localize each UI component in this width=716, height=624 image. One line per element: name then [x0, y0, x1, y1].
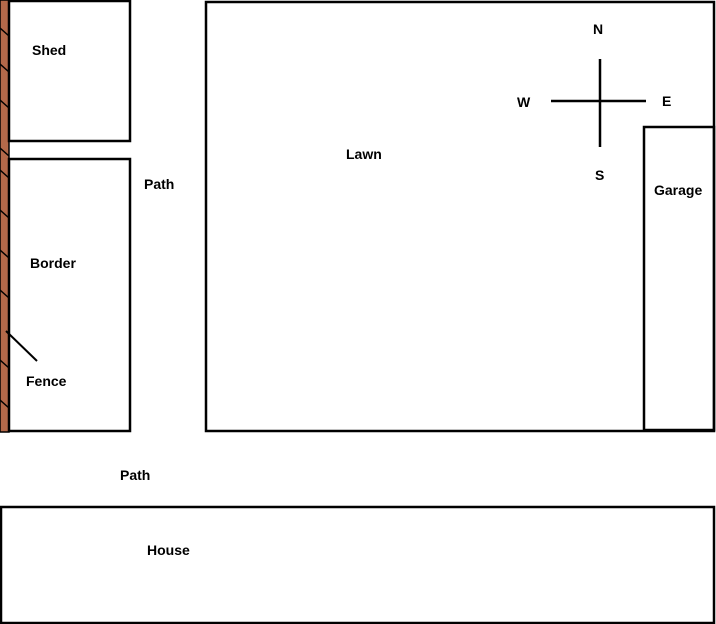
path-side-label: Path	[144, 176, 174, 192]
garage-box	[642, 125, 716, 432]
house-label: House	[147, 542, 190, 558]
border-box	[7, 157, 132, 433]
compass-north-label: N	[593, 21, 603, 37]
fence-pointer	[5, 330, 38, 362]
house-box	[0, 505, 716, 624]
lawn-box	[204, 0, 716, 433]
fence-label: Fence	[26, 373, 67, 389]
lawn-label: Lawn	[346, 146, 382, 162]
shed-label: Shed	[32, 42, 66, 58]
fence-hatching	[0, 27, 10, 409]
shed-box	[7, 0, 132, 143]
compass-west-label: W	[517, 94, 531, 110]
path-front-label: Path	[120, 467, 150, 483]
garage-label: Garage	[654, 182, 702, 198]
compass-south-label: S	[595, 167, 604, 183]
compass-east-label: E	[662, 93, 671, 109]
border-label: Border	[30, 255, 76, 271]
compass-rose: N S E W	[517, 21, 671, 183]
